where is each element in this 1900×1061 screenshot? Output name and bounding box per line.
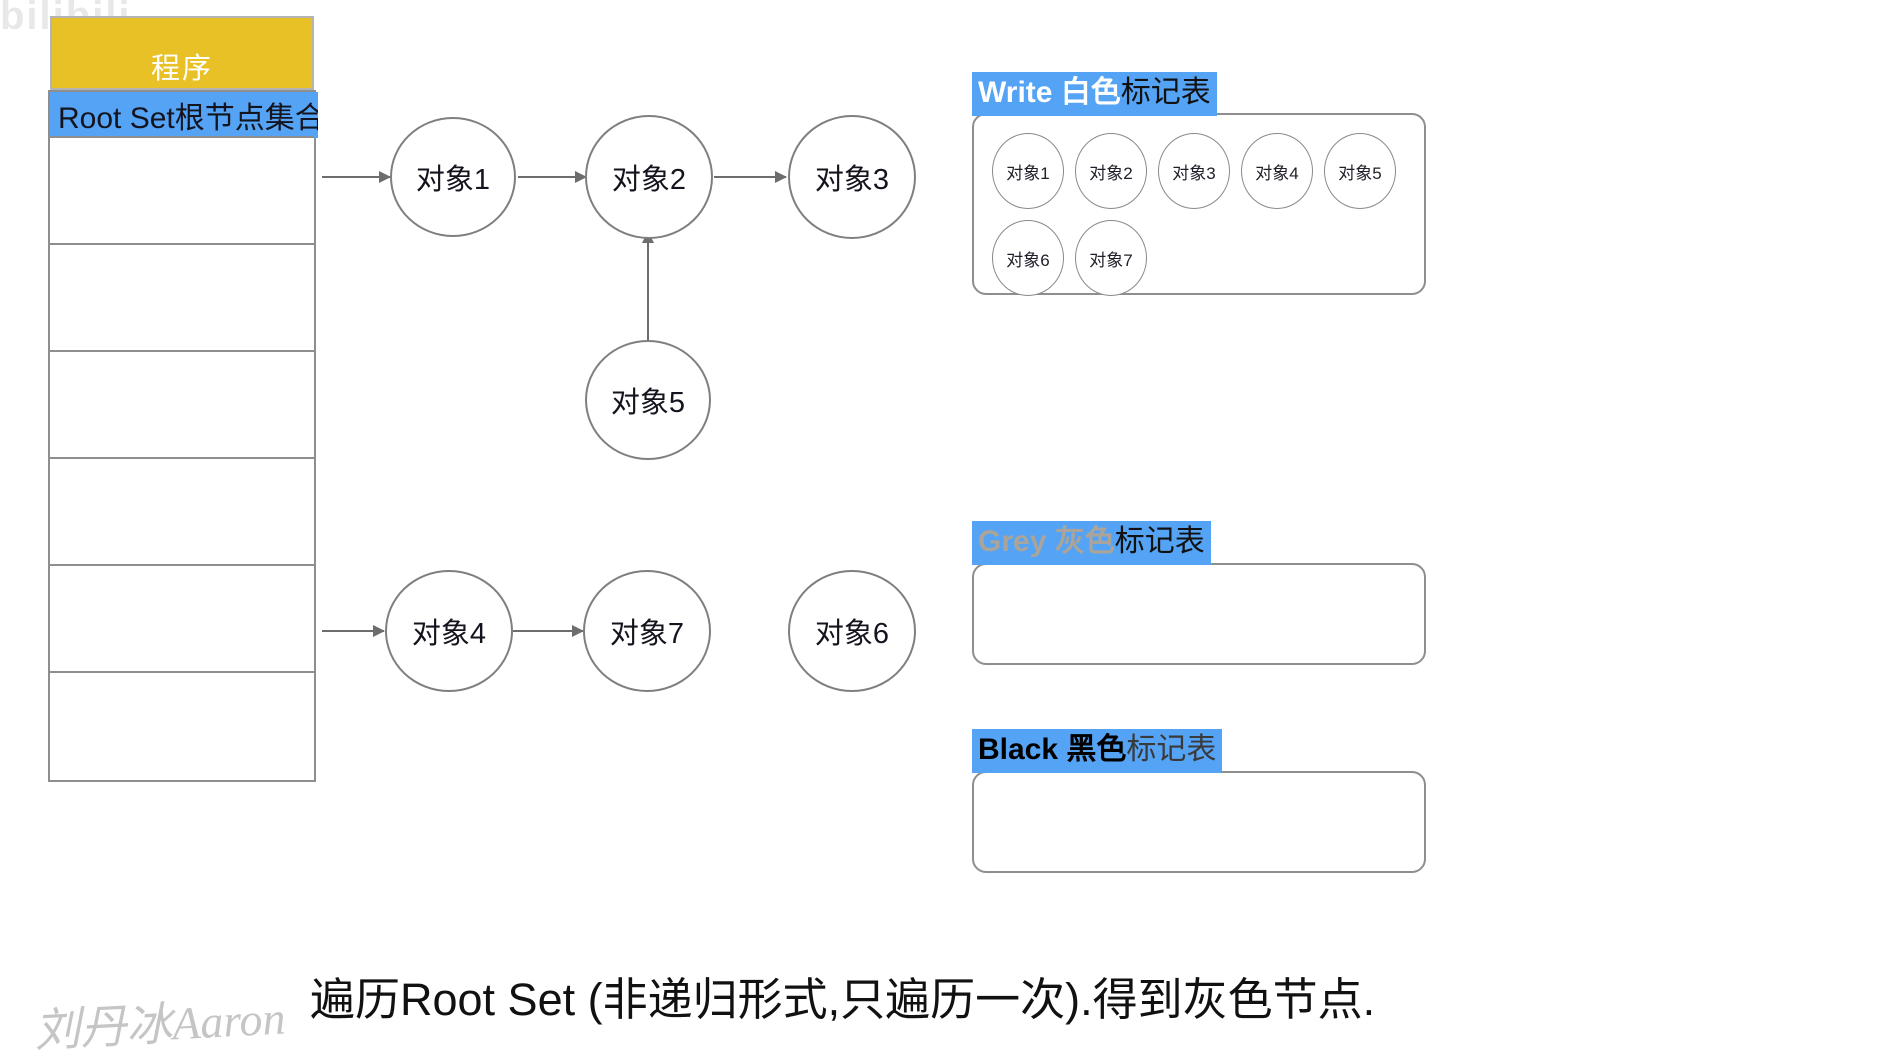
node-label: 对象6 xyxy=(814,618,890,650)
white-chip[interactable]: 对象5 xyxy=(1324,133,1396,209)
graph-node-obj4[interactable]: 对象4 xyxy=(385,570,513,692)
edge-obj4-to-obj7 xyxy=(513,625,584,637)
black-title-suffix: 标记表 xyxy=(1126,733,1217,766)
root-set-row xyxy=(50,457,314,564)
edge-obj1-to-obj2 xyxy=(518,171,587,183)
white-table-title: Write 白色标记表 xyxy=(972,72,1217,116)
white-title-color-word: 白色 xyxy=(1060,76,1121,109)
graph-node-obj6[interactable]: 对象6 xyxy=(788,570,916,692)
root-set-table: Root Set根节点集合 xyxy=(48,90,318,782)
node-label: 对象3 xyxy=(814,164,890,196)
chip-label: 对象1 xyxy=(1006,163,1050,183)
grey-table-title: Grey 灰色标记表 xyxy=(972,521,1211,565)
grey-title-suffix: 标记表 xyxy=(1114,525,1205,558)
black-table-title: Black 黑色标记表 xyxy=(972,729,1223,773)
white-chip[interactable]: 对象7 xyxy=(1075,220,1147,296)
node-label: 对象5 xyxy=(610,387,686,419)
white-title-suffix: 标记表 xyxy=(1120,76,1211,109)
root-set-row xyxy=(50,136,314,243)
program-label: 程序 xyxy=(150,53,213,85)
root-set-row xyxy=(50,350,314,457)
program-box: 程序 xyxy=(50,16,314,90)
graph-node-obj3[interactable]: 对象3 xyxy=(788,115,916,239)
white-chip[interactable]: 对象2 xyxy=(1075,133,1147,209)
node-label: 对象1 xyxy=(415,164,491,196)
chip-label: 对象2 xyxy=(1089,163,1133,183)
caption-text: 遍历Root Set (非递归形式,只遍历一次).得到灰色节点. xyxy=(310,974,1376,1025)
edge-rootset-to-obj1 xyxy=(322,171,391,183)
graph-node-obj7[interactable]: 对象7 xyxy=(583,570,711,692)
root-set-row xyxy=(50,564,314,671)
chip-label: 对象7 xyxy=(1089,250,1133,270)
grey-title-en: Grey xyxy=(978,525,1047,558)
black-title-en: Black xyxy=(978,733,1059,766)
graph-node-obj5[interactable]: 对象5 xyxy=(585,340,711,460)
edge-obj2-to-obj3 xyxy=(714,171,787,183)
edge-obj5-to-obj2 xyxy=(642,231,654,342)
black-table-box xyxy=(972,771,1426,873)
node-label: 对象7 xyxy=(609,618,685,650)
author-watermark: 刘丹冰Aaron xyxy=(33,992,287,1057)
root-set-row xyxy=(50,671,314,778)
chip-label: 对象5 xyxy=(1338,163,1382,183)
chip-label: 对象4 xyxy=(1255,163,1299,183)
white-title-en: Write xyxy=(978,76,1053,109)
white-chip[interactable]: 对象4 xyxy=(1241,133,1313,209)
graph-node-obj2[interactable]: 对象2 xyxy=(585,115,713,239)
root-set-header: Root Set根节点集合 xyxy=(50,92,318,138)
chip-label: 对象6 xyxy=(1006,250,1050,270)
node-label: 对象4 xyxy=(411,618,487,650)
node-label: 对象2 xyxy=(611,164,687,196)
chip-label: 对象3 xyxy=(1172,163,1216,183)
white-chip[interactable]: 对象6 xyxy=(992,220,1064,296)
grey-title-color-word: 灰色 xyxy=(1054,525,1115,558)
white-table-box: 对象1 对象2 对象3 对象4 对象5 对象6 对象7 xyxy=(972,113,1426,296)
edge-rootset-to-obj4 xyxy=(322,625,385,637)
white-chip[interactable]: 对象1 xyxy=(992,133,1064,209)
graph-node-obj1[interactable]: 对象1 xyxy=(390,117,516,237)
black-title-color-word: 黑色 xyxy=(1066,733,1127,766)
white-chip[interactable]: 对象3 xyxy=(1158,133,1230,209)
root-set-row xyxy=(50,243,314,350)
grey-table-box xyxy=(972,563,1426,665)
